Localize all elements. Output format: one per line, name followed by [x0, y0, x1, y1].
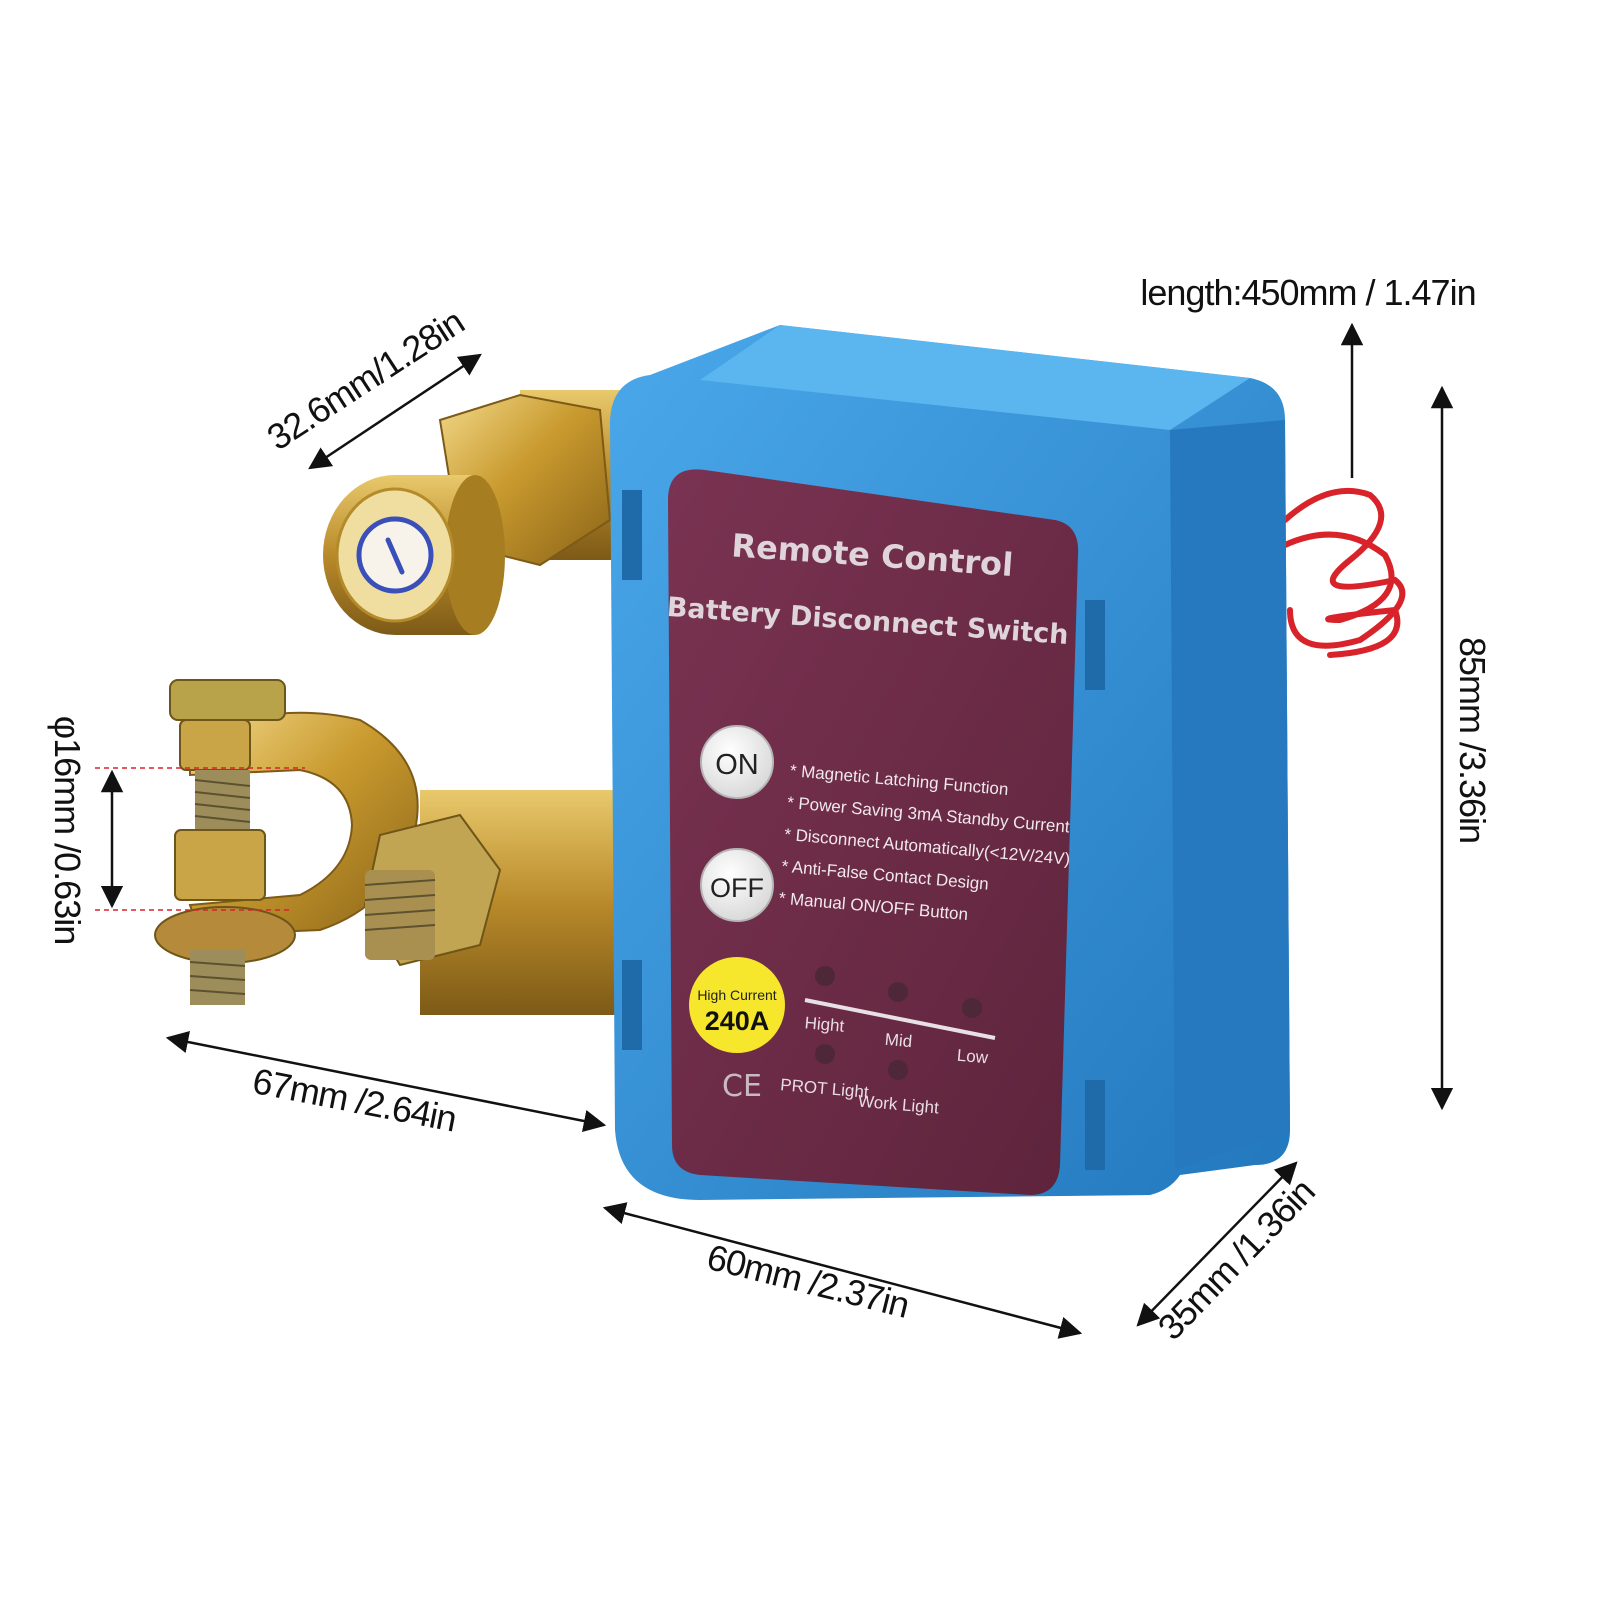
off-button-label: OFF	[710, 873, 764, 903]
wire-length-dimension: length:450mm / 1.47in	[1140, 272, 1475, 313]
level-high-label: Hight	[804, 1013, 845, 1035]
terminal-length-dimension: 67mm /2.64in	[249, 1060, 459, 1140]
led-mid	[888, 982, 908, 1002]
label-panel: Remote Control Battery Disconnect Switch…	[666, 469, 1079, 1195]
clamp-diameter-dimension: φ16mm /0.63in	[47, 716, 88, 944]
level-mid-label: Mid	[884, 1030, 913, 1051]
led-high	[815, 966, 835, 986]
height-dimension: 85mm /3.36in	[1452, 637, 1493, 843]
badge-line2: 240A	[705, 1006, 770, 1036]
led-work	[888, 1060, 908, 1080]
badge-line1: High Current	[697, 987, 776, 1003]
box-depth-dimension: 35mm /1.36in	[1150, 1171, 1323, 1348]
box-width-dimension: 60mm /2.37in	[703, 1236, 913, 1326]
off-button[interactable]: OFF	[700, 848, 774, 922]
led-indicators: Hight Mid Low PROT Light Work Light	[780, 966, 996, 1118]
cap-length-dimension: 32.6mm/1.28in	[260, 301, 471, 458]
ce-mark: CE	[722, 1069, 762, 1104]
battery-clamp	[154, 679, 620, 1015]
positive-terminal-post	[323, 390, 630, 635]
on-button[interactable]: ON	[700, 725, 774, 799]
current-badge: High Current 240A	[689, 957, 785, 1053]
on-button-label: ON	[715, 749, 759, 781]
led-prot	[815, 1044, 835, 1064]
led-low	[962, 998, 982, 1018]
remote-wires	[1282, 487, 1406, 658]
level-low-label: Low	[956, 1046, 989, 1068]
